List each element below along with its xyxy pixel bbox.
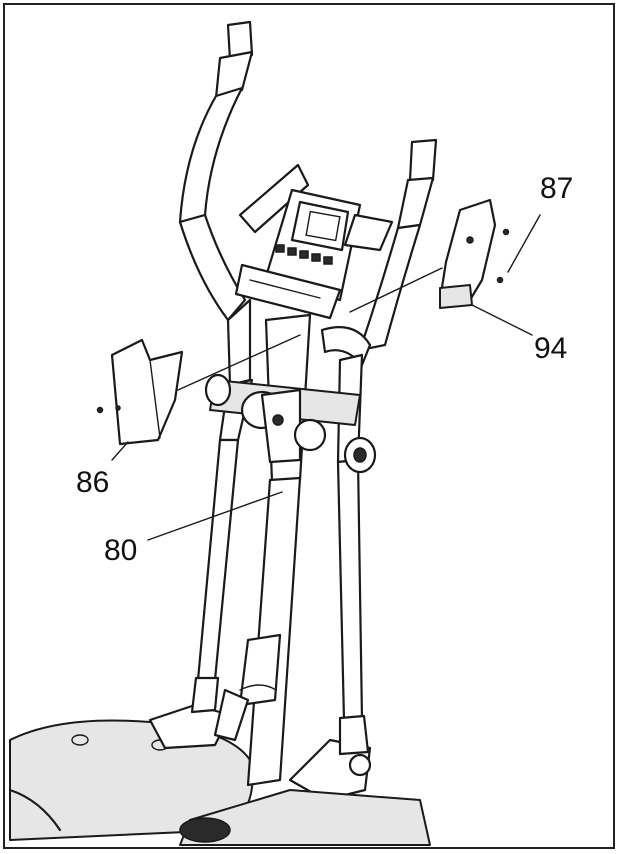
part-94-leader (349, 267, 443, 313)
console-display (234, 163, 394, 320)
pivot-assembly (204, 373, 377, 474)
console-buttons (275, 244, 333, 265)
base-platform (8, 703, 431, 846)
callout-87: 87 (540, 172, 574, 205)
part-87-94-cover (349, 198, 510, 313)
leader-94 (471, 304, 533, 336)
callout-94: 94 (534, 332, 568, 365)
part-86-leader (177, 334, 301, 391)
diagram-frame (3, 3, 615, 849)
part-86-cover (96, 334, 301, 446)
leader-87 (507, 214, 541, 273)
left-handlebar (178, 20, 254, 714)
callout-86: 86 (76, 466, 110, 499)
leader-80 (147, 491, 283, 541)
callout-80: 80 (104, 534, 138, 567)
leader-86 (111, 441, 129, 461)
